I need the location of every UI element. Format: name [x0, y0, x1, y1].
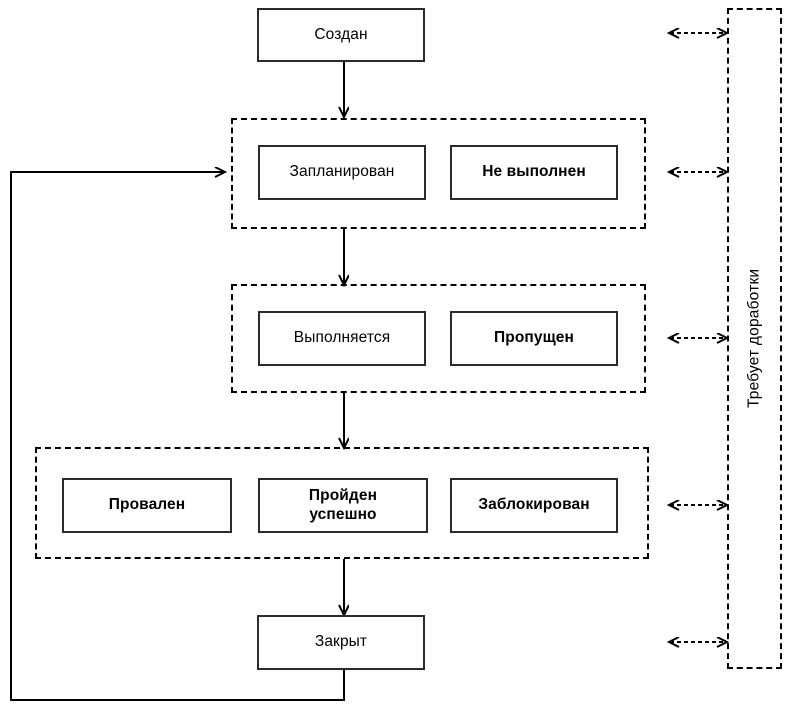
- rework-panel-label: Требует доработки: [745, 268, 763, 409]
- state-label-closed: Закрыт: [314, 633, 368, 651]
- state-label-blocked: Заблокирован: [478, 496, 590, 514]
- state-box-failed[interactable]: Провален: [62, 478, 232, 533]
- state-label-created: Создан: [314, 25, 368, 43]
- state-label-planned: Запланирован: [289, 163, 395, 181]
- state-box-running[interactable]: Выполняется: [258, 311, 426, 366]
- group-planned-container: [231, 118, 646, 229]
- state-box-skipped[interactable]: Пропущен: [450, 311, 618, 366]
- state-label-passed: Пройден успешно: [308, 487, 378, 523]
- group-final-container: [35, 447, 649, 559]
- group-running-container: [231, 284, 646, 393]
- state-label-running: Выполняется: [293, 329, 391, 347]
- state-label-failed: Провален: [108, 496, 186, 514]
- state-box-created[interactable]: Создан: [257, 8, 425, 62]
- state-box-closed[interactable]: Закрыт: [257, 615, 425, 670]
- state-box-not-done[interactable]: Не выполнен: [450, 145, 618, 200]
- state-label-skipped: Пропущен: [494, 329, 574, 347]
- state-label-not-done: Не выполнен: [482, 163, 586, 181]
- state-box-blocked[interactable]: Заблокирован: [450, 478, 618, 533]
- state-box-planned[interactable]: Запланирован: [258, 145, 426, 200]
- rework-panel[interactable]: Требует доработки: [727, 8, 782, 669]
- state-box-passed[interactable]: Пройден успешно: [258, 478, 428, 533]
